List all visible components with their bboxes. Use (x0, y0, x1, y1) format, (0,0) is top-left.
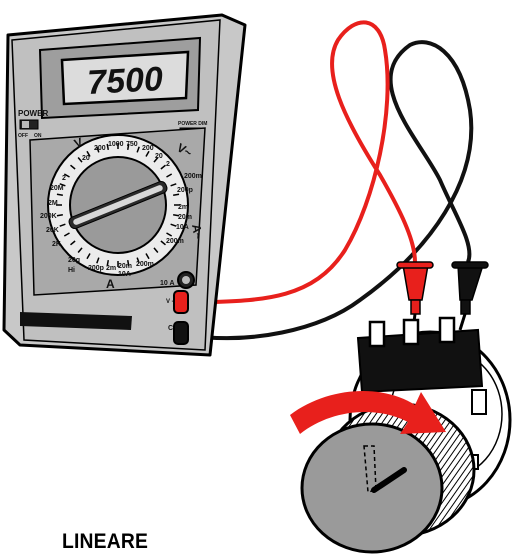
dial-label: 200m (166, 238, 184, 245)
caption-title: LINEARE (62, 530, 148, 554)
black-probe (452, 262, 488, 330)
jack-com[interactable] (174, 322, 188, 344)
pot-terminal (440, 318, 454, 342)
jack-label-10a: 10 A (160, 280, 175, 287)
dial-label: 20g (68, 257, 80, 264)
dial-label: A~ (189, 223, 206, 241)
dial-label: 200m (184, 173, 202, 180)
dial-label: 20 (155, 153, 163, 160)
lcd-reading: 7500 (86, 60, 164, 102)
dial-label: 2m (178, 204, 188, 211)
dial-label: A (106, 277, 115, 291)
dial-label: 2K (52, 241, 61, 248)
power-off-label: OFF (18, 133, 28, 139)
pot-terminal (404, 320, 418, 344)
dial-label: 2 (166, 161, 170, 168)
dial-label: 200m (136, 261, 154, 268)
dial-tick (57, 215, 63, 216)
dial-label: 2m (106, 265, 116, 272)
dial-label: 20M (50, 185, 64, 192)
dial-tick (173, 194, 179, 195)
dial-label: 20m (118, 263, 132, 270)
dial-label: 10A (176, 224, 189, 231)
multimeter: 7500 POWER OFF ON POWER DIM HI LO V 20 2… (4, 15, 245, 355)
dial-label: Hi (68, 267, 75, 274)
potentiometer (302, 318, 510, 552)
jack-v-a[interactable] (174, 291, 188, 313)
dial-label: 200 (94, 145, 106, 152)
dial-label: 2 (62, 175, 66, 182)
dial-label: 20K (46, 227, 59, 234)
pot-terminal (370, 322, 384, 346)
power-dim-label: POWER DIM (178, 121, 207, 127)
dial-label: 750 (126, 141, 138, 148)
dial-label: 200p (177, 187, 193, 194)
dial-label: 1000 (108, 141, 124, 148)
power-on-label: ON (34, 133, 42, 139)
dial-tick (57, 194, 63, 195)
dial-label: 200p (88, 265, 104, 272)
dial-label: 200K (40, 213, 57, 220)
dial-label: 2M (48, 200, 58, 207)
dial-label: 20 (82, 155, 90, 162)
dial-label: 20m (178, 214, 192, 221)
power-label: POWER (18, 109, 48, 118)
dial-label: 10A (118, 271, 131, 278)
dial-label: 200 (142, 145, 154, 152)
